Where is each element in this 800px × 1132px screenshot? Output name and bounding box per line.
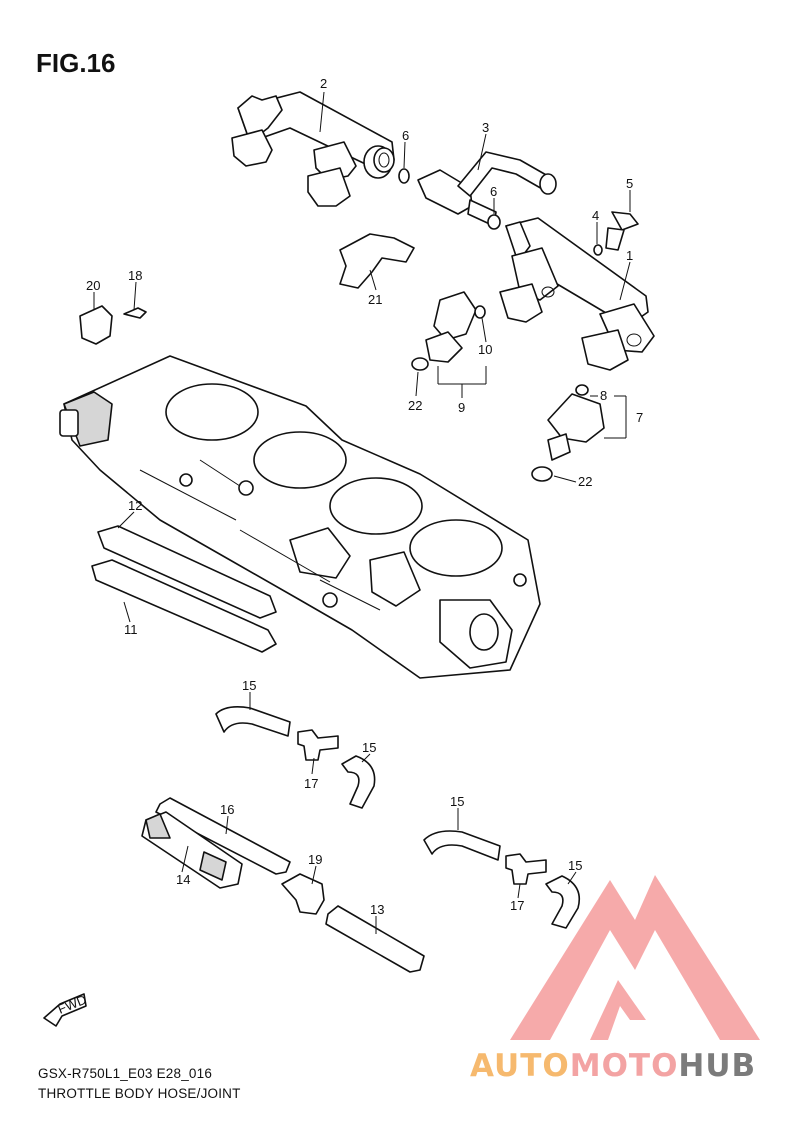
callout-10: 10: [478, 342, 492, 357]
brand-part-auto: AUTO: [470, 1048, 570, 1084]
callout-11: 11: [124, 622, 138, 637]
section-title: THROTTLE BODY HOSE/JOINT: [38, 1086, 241, 1101]
fuel-delivery-pipe-1[interactable]: [499, 217, 655, 371]
seal-22-lower[interactable]: [531, 466, 553, 482]
callout-20: 20: [86, 278, 100, 293]
band-11[interactable]: [91, 559, 277, 653]
fuel-delivery-pipe-2[interactable]: [231, 91, 395, 207]
watermark-logo: [510, 875, 760, 1040]
washer-4[interactable]: [593, 244, 603, 256]
joint-19[interactable]: [281, 873, 325, 915]
joint-17-top[interactable]: [297, 729, 339, 761]
damper-14[interactable]: [141, 811, 243, 889]
callout-1: 1: [626, 248, 633, 263]
watermark-triangle-icon: [510, 875, 760, 1040]
hose-13[interactable]: [325, 905, 425, 973]
screw-18[interactable]: [123, 307, 147, 319]
o-ring-8[interactable]: [575, 384, 589, 396]
callout-6-lower: 6: [490, 184, 497, 199]
callout-15-a: 15: [242, 678, 256, 693]
clamp-21[interactable]: [339, 233, 415, 289]
hose-15-top[interactable]: [215, 706, 291, 737]
sensor-20[interactable]: [79, 305, 113, 345]
watermark-brand: AUTOMOTOHUB: [470, 1048, 756, 1084]
callout-5: 5: [626, 176, 633, 191]
brand-part-moto: MOTO: [569, 1048, 679, 1084]
o-ring-6-lower[interactable]: [487, 214, 501, 230]
figure-footer: GSX-R750L1_E03 E28_016 THROTTLE BODY HOS…: [38, 1064, 241, 1104]
svg-text:FWD: FWD: [56, 992, 89, 1017]
callout-17-b: 17: [510, 898, 524, 913]
callout-16: 16: [220, 802, 234, 817]
brand-part-hub: HUB: [678, 1048, 757, 1084]
bolt-5[interactable]: [605, 211, 639, 251]
callout-18: 18: [128, 268, 142, 283]
leader-lines: [93, 91, 631, 934]
fuel-injector-9[interactable]: [425, 291, 477, 363]
hose-15-bottom[interactable]: [423, 830, 501, 861]
callout-21: 21: [368, 292, 382, 307]
callout-3: 3: [482, 120, 489, 135]
band-12[interactable]: [97, 525, 277, 619]
fwd-arrow-icon: FWD: [43, 992, 89, 1027]
figure-title: FIG.16: [36, 48, 116, 78]
callout-12: 12: [128, 498, 142, 513]
hose-15-top-right[interactable]: [341, 755, 376, 809]
callout-labels: 1 2 3 4 5 6 6 7 8 9 10 11 12 13 14 15 15…: [86, 76, 643, 917]
callout-2: 2: [320, 76, 327, 91]
callout-15-c: 15: [450, 794, 464, 809]
callout-9: 9: [458, 400, 465, 415]
callout-19: 19: [308, 852, 322, 867]
callout-15-d: 15: [568, 858, 582, 873]
callout-22-b: 22: [578, 474, 592, 489]
callout-13: 13: [370, 902, 384, 917]
watermark-inner-mark-icon: [590, 980, 646, 1040]
hose-15-bottom-right[interactable]: [545, 875, 581, 929]
callout-17-a: 17: [304, 776, 318, 791]
callout-6-upper: 6: [402, 128, 409, 143]
callout-7: 7: [636, 410, 643, 425]
fuel-injector-7[interactable]: [547, 393, 605, 461]
throttle-body-assembly[interactable]: [59, 355, 541, 679]
seal-22-upper[interactable]: [411, 357, 429, 371]
callout-22-a: 22: [408, 398, 422, 413]
callout-15-b: 15: [362, 740, 376, 755]
pipe-16[interactable]: [155, 797, 291, 875]
o-ring-6-upper[interactable]: [398, 168, 410, 184]
fuel-feed-joint-3[interactable]: [417, 151, 557, 227]
o-ring-10[interactable]: [474, 305, 486, 319]
callout-14: 14: [176, 872, 190, 887]
callout-4: 4: [592, 208, 599, 223]
joint-17-bottom[interactable]: [505, 853, 547, 885]
model-code: GSX-R750L1_E03 E28_016: [38, 1066, 213, 1081]
callout-8: 8: [600, 388, 607, 403]
